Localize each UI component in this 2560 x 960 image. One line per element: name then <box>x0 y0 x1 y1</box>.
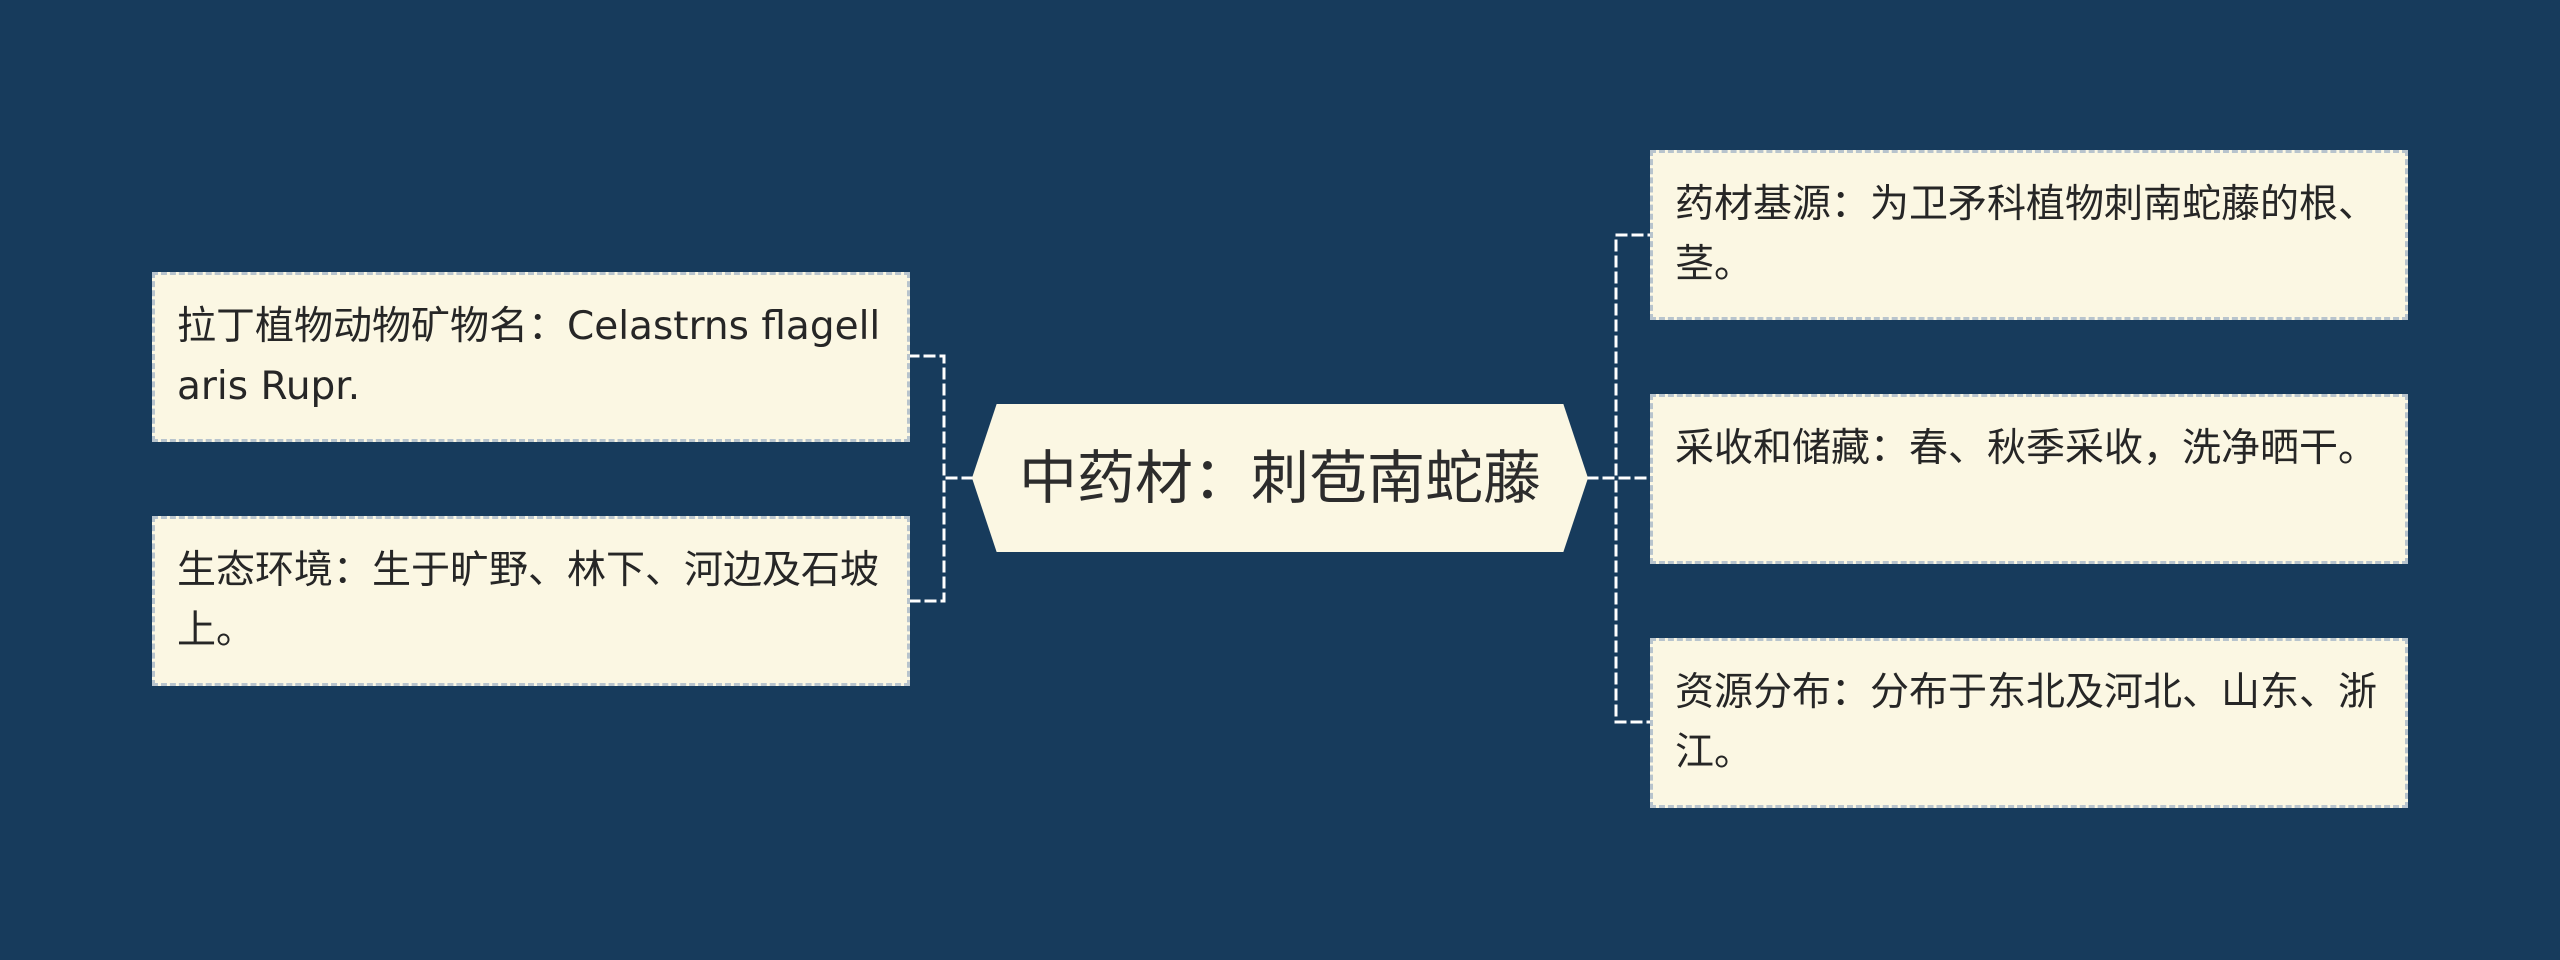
central-topic-label: 中药材：刺苞南蛇藤 <box>1018 444 1541 512</box>
topic-latin-name[interactable]: 拉丁植物动物矿物名：Celastrns flagellaris Rupr. <box>152 272 910 442</box>
left-connector-latin <box>908 354 974 480</box>
topic-medicinal-source-label: 药材基源：为卫矛科植物刺南蛇藤的根、茎。 <box>1675 182 2378 287</box>
right-connector-source <box>1586 233 1652 480</box>
right-connector-distribution <box>1586 476 1652 724</box>
topic-distribution-label: 资源分布：分布于东北及河北、山东、浙江。 <box>1675 670 2378 775</box>
topic-distribution[interactable]: 资源分布：分布于东北及河北、山东、浙江。 <box>1650 638 2408 808</box>
topic-medicinal-source[interactable]: 药材基源：为卫矛科植物刺南蛇藤的根、茎。 <box>1650 150 2408 320</box>
topic-harvest-storage[interactable]: 采收和储藏：春、秋季采收，洗净晒干。 <box>1650 394 2408 564</box>
topic-habitat-label: 生态环境：生于旷野、林下、河边及石坡上。 <box>177 548 880 653</box>
central-topic[interactable]: 中药材：刺苞南蛇藤 <box>972 404 1588 552</box>
topic-harvest-storage-label: 采收和储藏：春、秋季采收，洗净晒干。 <box>1675 426 2378 471</box>
left-connector-habitat <box>908 476 974 603</box>
topic-habitat[interactable]: 生态环境：生于旷野、林下、河边及石坡上。 <box>152 516 910 686</box>
topic-latin-name-label: 拉丁植物动物矿物名：Celastrns flagellaris Rupr. <box>177 304 881 409</box>
